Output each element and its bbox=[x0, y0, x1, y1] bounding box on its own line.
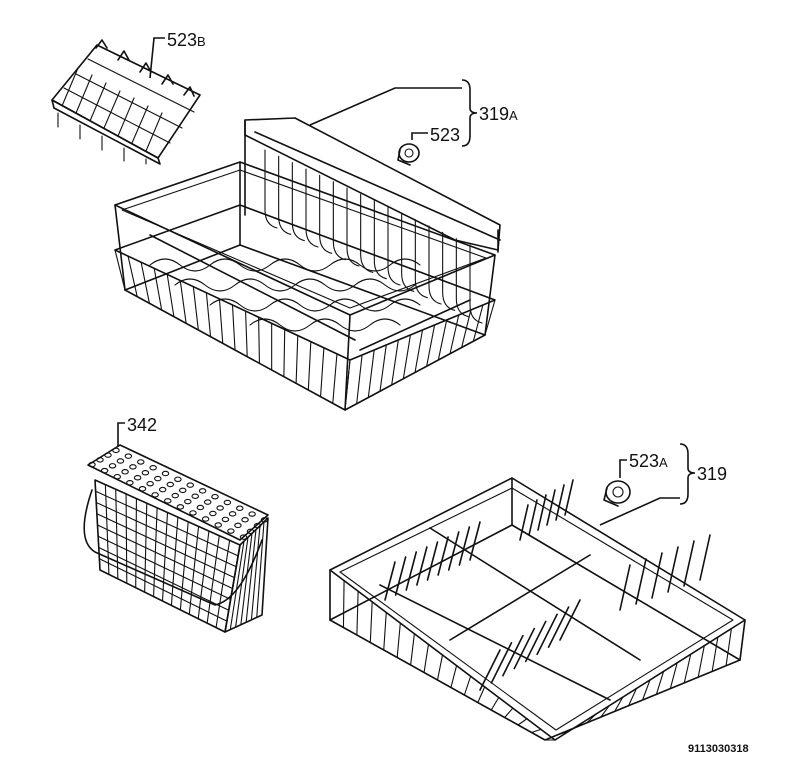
callout-523a: 523A bbox=[629, 451, 668, 471]
upper-wheel-leader-line bbox=[411, 132, 428, 140]
callout-523b: 523B bbox=[167, 30, 206, 50]
drawing-code: 9113030318 bbox=[688, 743, 749, 755]
lower-wheel-leader-line bbox=[619, 459, 627, 478]
callout-342: 342 bbox=[127, 415, 157, 435]
cutlery-leader-line bbox=[117, 422, 125, 447]
callout-319a: 319A bbox=[479, 104, 518, 124]
lower-wheel-part bbox=[603, 480, 631, 507]
lower-basket-part bbox=[329, 477, 746, 741]
upper-basket-part bbox=[114, 117, 501, 411]
comb-leader-line bbox=[149, 37, 165, 79]
callout-523: 523 bbox=[430, 125, 460, 145]
callout-319: 319 bbox=[697, 464, 727, 484]
upper-basket-leader-line bbox=[309, 87, 462, 126]
comb-insert-part bbox=[51, 39, 201, 165]
cutlery-basket-part bbox=[83, 444, 269, 633]
lower-basket-leader-line bbox=[599, 497, 680, 526]
upper-basket-bracket bbox=[461, 79, 478, 147]
upper-wheel-part bbox=[397, 143, 420, 166]
lower-basket-bracket bbox=[679, 443, 696, 505]
